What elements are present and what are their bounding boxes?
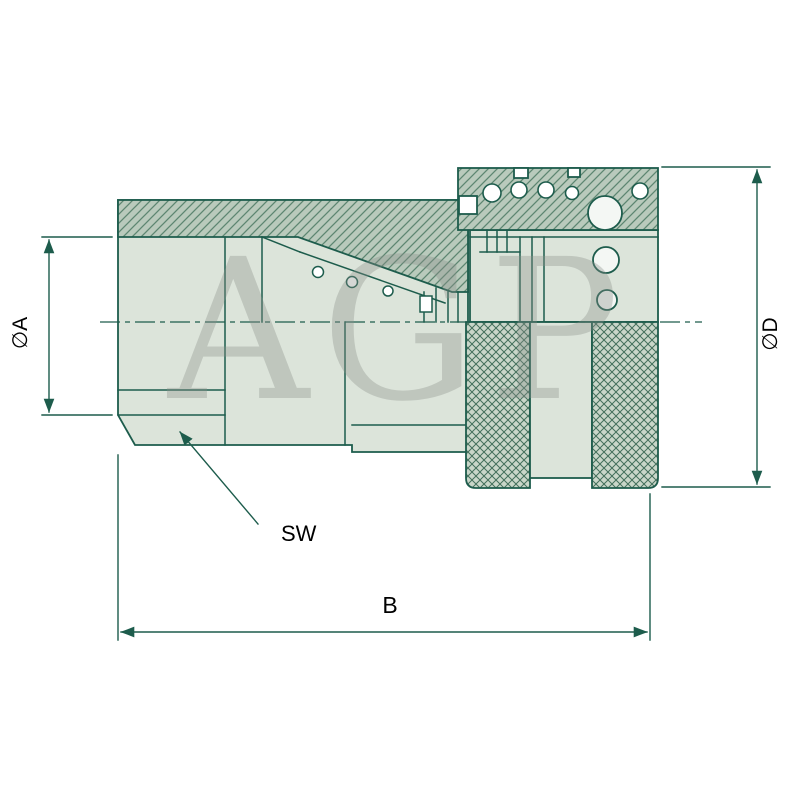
coupling-body — [117, 167, 659, 453]
sw-leader-line — [179, 431, 259, 525]
ball-icon — [587, 195, 623, 231]
cap-recess — [458, 195, 478, 215]
cap-notch-left — [513, 167, 529, 179]
knurl-left — [465, 321, 531, 489]
sleeve-mid-section — [469, 229, 659, 323]
ball-icon — [537, 181, 555, 199]
dimension-labels: ∅A ∅D B SW — [9, 317, 782, 618]
watermark: AGP — [166, 217, 632, 444]
ball-icon — [592, 246, 620, 274]
ball-icon — [382, 285, 394, 297]
ball-icon — [345, 275, 359, 289]
ball-icon — [596, 289, 618, 311]
dim-a-label: ∅A — [9, 317, 32, 349]
sw-label: SW — [281, 521, 317, 546]
ball-icon — [631, 182, 649, 200]
ball-icon — [311, 265, 325, 279]
valve-seat — [419, 295, 433, 313]
cap-notch-right — [567, 167, 581, 178]
dim-b-label: B — [382, 592, 397, 618]
ball-icon — [564, 185, 580, 201]
sleeve-groove — [529, 321, 593, 479]
valve-parts — [311, 265, 433, 313]
ball-icon — [482, 183, 502, 203]
knurled-sleeve — [465, 321, 659, 489]
knurl-right — [591, 321, 659, 489]
cap-ball-row — [482, 181, 649, 203]
dim-d-label: ∅D — [759, 317, 782, 350]
dimension-lines — [41, 166, 771, 641]
ball-icon — [510, 181, 528, 199]
internal-details — [117, 229, 659, 446]
detent-ball-column — [587, 195, 623, 311]
